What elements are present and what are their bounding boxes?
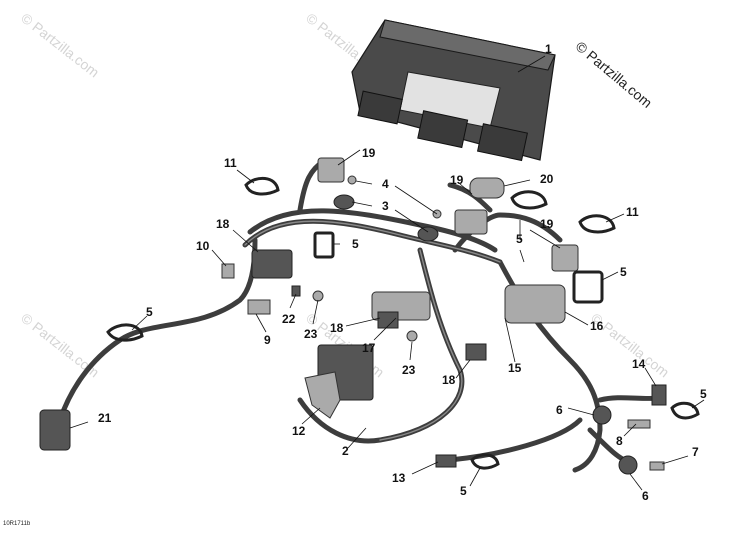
cable-tie-11 — [578, 214, 616, 234]
callout-16: 16 — [590, 319, 604, 333]
callout-11: 11 — [224, 156, 237, 170]
callout-22: 22 — [282, 312, 296, 326]
bolt-8 — [627, 419, 651, 429]
grommet-3 — [417, 226, 439, 242]
callout-5: 5 — [352, 237, 359, 251]
callout-5: 5 — [620, 265, 627, 279]
callout-18: 18 — [216, 217, 230, 231]
callout-23: 23 — [304, 327, 318, 341]
callout-8: 8 — [616, 434, 623, 448]
clip-18 — [251, 249, 293, 279]
washer-23 — [312, 290, 324, 302]
bracket-12 — [304, 371, 341, 419]
callout-19: 19 — [540, 217, 554, 231]
callout-5: 5 — [700, 387, 707, 401]
cable-tie-5 — [670, 401, 700, 420]
callout-11: 11 — [626, 205, 639, 219]
callout-9: 9 — [264, 333, 271, 347]
callout-23: 23 — [402, 363, 416, 377]
callout-6: 6 — [642, 489, 649, 503]
callout-10: 10 — [196, 239, 210, 253]
bolt-7 — [649, 461, 665, 471]
grommet-6 — [592, 405, 612, 425]
grommet-6 — [618, 455, 638, 475]
cable-ties — [106, 176, 700, 470]
callout-1: 1 — [545, 42, 552, 56]
connector-21 — [39, 409, 71, 451]
callout-15: 15 — [508, 361, 522, 375]
callout-18: 18 — [330, 321, 344, 335]
cable-tie-5 — [313, 231, 335, 259]
clip-22 — [291, 285, 301, 297]
callout-12: 12 — [292, 424, 306, 438]
connector-16 — [504, 284, 566, 324]
cable-tie-11 — [244, 176, 280, 196]
callout-7: 7 — [692, 445, 699, 459]
callout-17: 17 — [362, 341, 376, 355]
connector-19 — [317, 157, 345, 183]
watermark: © Partzilla.com — [18, 10, 102, 81]
bracket-9 — [247, 299, 271, 315]
clip-18 — [465, 343, 487, 361]
cable-tie-5 — [510, 190, 548, 210]
cable-tie-5 — [572, 270, 604, 304]
connector-19 — [551, 244, 579, 272]
callout-6: 6 — [556, 403, 563, 417]
cable-tie-5 — [470, 453, 500, 470]
callout-3: 3 — [382, 199, 389, 213]
clip-13 — [435, 454, 457, 468]
ecm-module — [351, 19, 556, 162]
callout-19: 19 — [362, 146, 376, 160]
callout-20: 20 — [540, 172, 554, 186]
bolt-10 — [221, 263, 235, 279]
connector-20 — [469, 177, 505, 199]
washer-23 — [406, 330, 418, 342]
callout-labels: 1 2 3 4 5 5 5 5 5 5 6 6 7 8 9 10 11 11 1… — [98, 42, 707, 503]
clip-18 — [377, 311, 399, 329]
callout-5: 5 — [516, 232, 523, 246]
callout-13: 13 — [392, 471, 406, 485]
bolt-4 — [347, 175, 357, 185]
connector-19 — [454, 209, 488, 235]
callout-21: 21 — [98, 411, 112, 425]
reference-code: 10R1711b — [3, 521, 31, 527]
callout-5: 5 — [146, 305, 153, 319]
callout-19: 19 — [450, 173, 464, 187]
callout-14: 14 — [632, 357, 646, 371]
callout-5: 5 — [460, 484, 467, 498]
callout-4: 4 — [382, 177, 389, 191]
callout-2: 2 — [342, 444, 349, 458]
cable-tie-5 — [106, 323, 144, 342]
leader-lines — [69, 55, 705, 491]
callout-18: 18 — [442, 373, 456, 387]
grommet-3 — [333, 194, 355, 210]
clip-14 — [651, 384, 667, 406]
harness-parts — [39, 157, 667, 475]
